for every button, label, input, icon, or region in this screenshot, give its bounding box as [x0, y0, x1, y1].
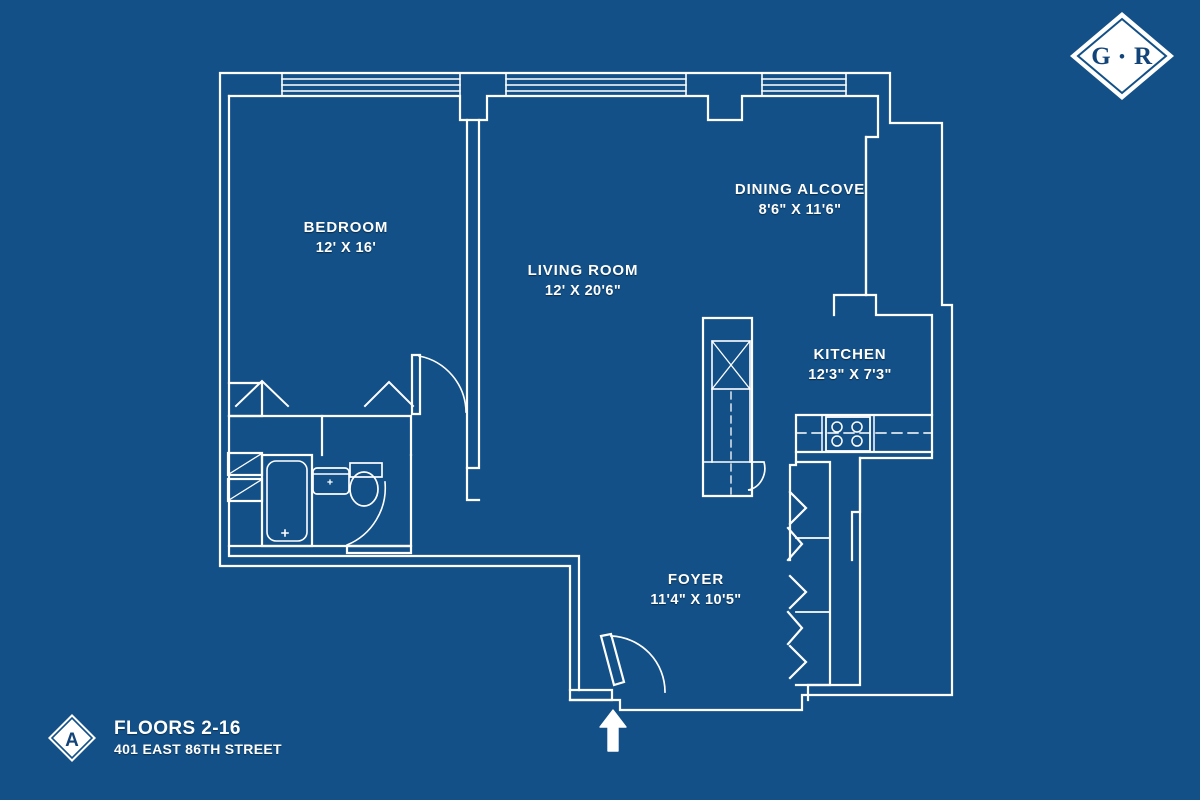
- entry-direction-arrow: [599, 709, 627, 752]
- logo-diamond-inner: [1076, 17, 1168, 95]
- gr-diamond-logo: G • R: [1070, 12, 1174, 100]
- plan-walls-group: [218, 71, 954, 712]
- outer-wall-envelope: [218, 71, 954, 712]
- bathroom-door-arc: [345, 481, 387, 547]
- bath-closet-top-wall: [227, 414, 413, 457]
- entry-door-panel: [599, 632, 626, 687]
- window-band-dining: [761, 72, 847, 97]
- bathtub-fixture: [260, 453, 314, 548]
- badge-diamond-inner: [50, 716, 94, 760]
- floor-plate-text: FLOORS 2-16 401 EAST 86TH STREET: [114, 717, 282, 759]
- window-band-living: [505, 72, 687, 97]
- linen-shelf-lower: [226, 477, 264, 503]
- kitchen-foyer-jamb: [850, 456, 862, 562]
- badge-letter: A: [65, 730, 79, 751]
- foyer-closet-door-1: [788, 490, 808, 526]
- foyer-closet-door-4: [786, 610, 804, 646]
- linen-shelf-upper: [226, 451, 264, 477]
- closet-door-swing-right: [363, 380, 415, 408]
- toilet-fixture: [349, 462, 383, 507]
- logo-letter-left: G: [1091, 43, 1110, 70]
- window-band-bedroom: [281, 72, 461, 97]
- logo-diamond-outer: [1070, 12, 1174, 100]
- entry-door-arc: [610, 635, 666, 693]
- cooktop-4-burner: [825, 416, 871, 452]
- inner-wall-envelope: [227, 94, 934, 702]
- partition-bedroom-living-stub: [465, 466, 481, 502]
- bedroom-closet-wall: [227, 381, 264, 418]
- entry-threshold: [568, 688, 614, 702]
- bedroom-door-arc: [418, 355, 467, 413]
- bath-lower-wall: [345, 544, 413, 555]
- inner-wall-lower-left: [227, 94, 581, 692]
- dining-alcove-wall-jog: [832, 135, 868, 317]
- badge-diamond-outer: [48, 714, 96, 762]
- floors-range: FLOORS 2-16: [114, 718, 241, 739]
- foyer-closet-bank-wall: [794, 460, 832, 687]
- floor-badge: A: [48, 714, 96, 762]
- kitchen-pass-through-column: [701, 316, 766, 498]
- bathroom-sink-fixture: [312, 467, 350, 495]
- bedroom-door-panel: [410, 353, 422, 416]
- floor-plate: A FLOORS 2-16 401 EAST 86TH STREET: [46, 712, 282, 764]
- foyer-closet-door-3: [788, 574, 808, 610]
- partition-bedroom-living: [465, 118, 481, 470]
- building-address: 401 EAST 86TH STREET: [114, 741, 282, 757]
- foyer-closet-door-5: [788, 644, 808, 680]
- logo-separator-dot: •: [1119, 47, 1125, 66]
- logo-letter-right: R: [1134, 43, 1153, 70]
- kitchen-lower-wall: [788, 450, 798, 562]
- closet-door-swing-left: [234, 379, 290, 408]
- foyer-closet-door-2: [786, 526, 804, 562]
